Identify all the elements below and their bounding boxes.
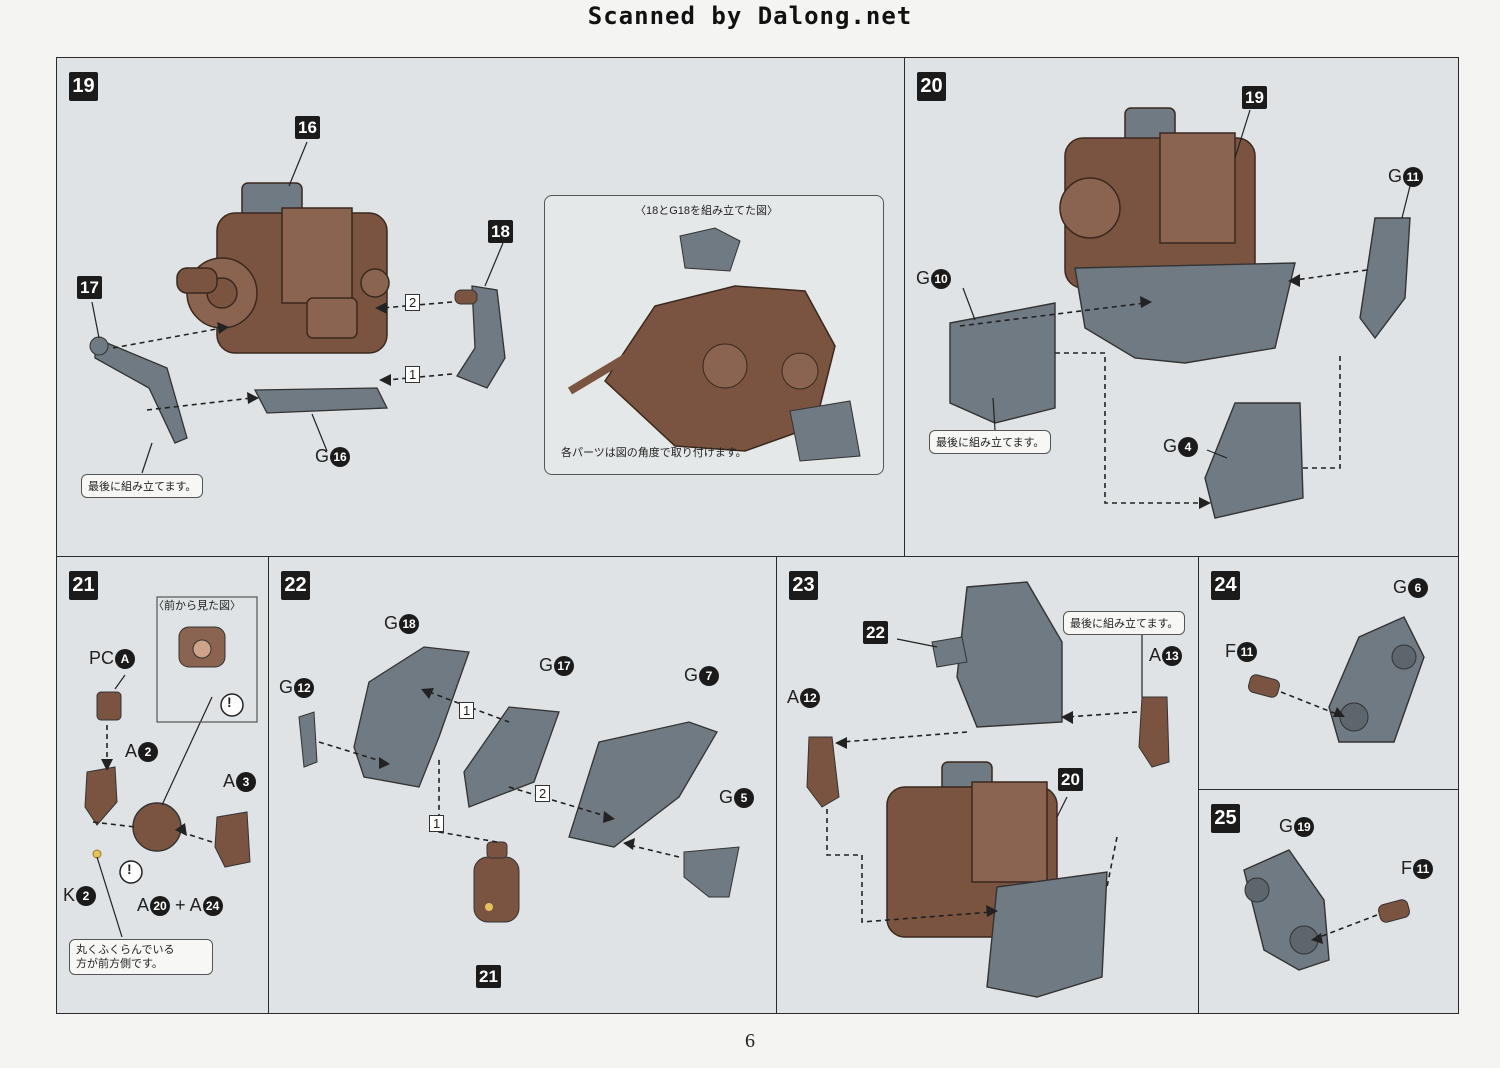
- warning-mark-ball: !: [127, 861, 132, 877]
- page-number: 6: [745, 1030, 755, 1052]
- step-20-illustration: [949, 107, 1411, 519]
- step-22-illustration: [298, 646, 740, 923]
- order-label-2: 2: [405, 294, 421, 311]
- part-g19: [1243, 849, 1330, 971]
- part-a12: [806, 736, 840, 808]
- step-19-panel: 19: [56, 57, 906, 557]
- inset-illustration: [567, 227, 861, 462]
- part-g16: [253, 387, 389, 414]
- part-a13: [1138, 696, 1170, 768]
- order-label-1: 1: [405, 366, 421, 383]
- part-g11: [1359, 217, 1411, 340]
- step-23-illustration: [806, 581, 1170, 998]
- step-24-illustration: [1248, 616, 1425, 743]
- part-17: [94, 337, 188, 444]
- part-18: [456, 285, 506, 389]
- part-g5: [683, 846, 740, 898]
- part-label-19: 19: [1242, 86, 1267, 109]
- base-frame: [1074, 262, 1296, 364]
- note-front-side: 丸くふくらんでいる 方が前方側です。: [69, 939, 213, 975]
- part-label-16: 16: [295, 116, 320, 139]
- part-label-21: 21: [476, 965, 501, 988]
- part-label-22: 22: [863, 621, 888, 644]
- part-label-20: 20: [1058, 768, 1083, 791]
- note-assemble-last: 最後に組み立てます。: [929, 430, 1052, 454]
- shell-part: [956, 581, 1063, 728]
- step-number: 19: [69, 72, 98, 101]
- note-assemble-last: 最後に組み立てます。: [1063, 611, 1186, 635]
- part-g7: [568, 721, 718, 848]
- step-25-illustration: [1243, 849, 1410, 971]
- inset-note: 各パーツは図の角度で取り付けます。: [561, 446, 747, 459]
- part-label-18: 18: [488, 220, 513, 243]
- part-label-17: 17: [77, 276, 102, 299]
- inset-title: 〈18とG18を組み立てた図〉: [635, 205, 779, 217]
- warning-mark-inset: !: [227, 694, 232, 710]
- order-label-2: 2: [535, 785, 551, 802]
- part-g18: [353, 646, 470, 788]
- step-number: 21: [69, 571, 98, 600]
- scanner-watermark: Scanned by Dalong.net: [587, 2, 913, 30]
- part-g4: [1204, 402, 1304, 519]
- step-number: 25: [1211, 804, 1240, 833]
- inset-assembled-view: 〈18とG18を組み立てた図〉 各パーツは図の角度で取り付けます。: [544, 195, 884, 475]
- note-assemble-last: 最後に組み立てます。: [81, 474, 204, 498]
- part-g12: [298, 711, 318, 768]
- order-label-1a: 1: [459, 702, 475, 719]
- part-g10: [949, 302, 1056, 424]
- step-number: 24: [1211, 571, 1240, 600]
- engine-assembly: [1059, 107, 1256, 289]
- engine-assembly: [176, 182, 390, 354]
- order-label-1b: 1: [429, 815, 445, 832]
- front-view-title: 〈前から見た図〉: [153, 600, 241, 612]
- step-21-illustration: [84, 596, 258, 938]
- front-cover: [986, 871, 1108, 998]
- step-number: 20: [917, 72, 946, 101]
- step-19-illustration: [89, 141, 506, 474]
- step-number: 23: [789, 571, 818, 600]
- step-number: 22: [281, 571, 310, 600]
- part-g17: [463, 706, 560, 808]
